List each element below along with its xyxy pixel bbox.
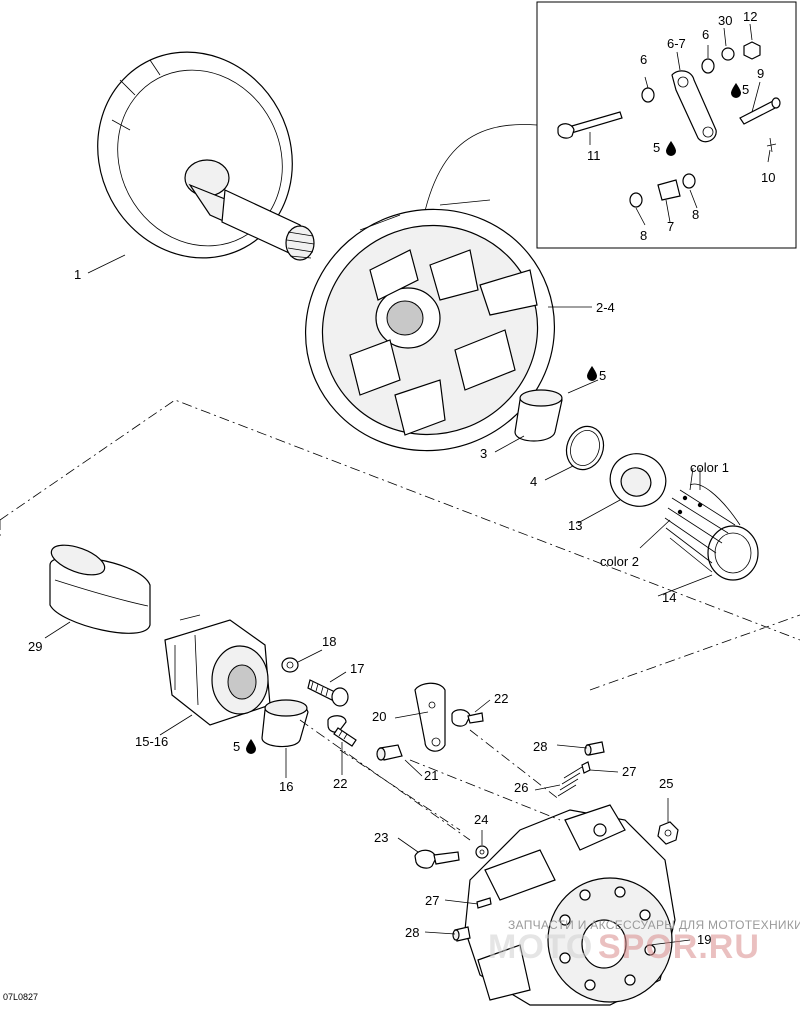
spring-washer	[609, 453, 667, 507]
lever-20	[414, 682, 446, 752]
callout-15-16: 15-16	[135, 734, 168, 749]
callout-22-lower: 22	[333, 776, 347, 791]
bushing	[514, 389, 563, 442]
callout-5-d: 5	[233, 739, 240, 754]
callout-1: 1	[74, 267, 81, 282]
callout-29: 29	[28, 639, 42, 654]
callout-28-lower: 28	[405, 925, 419, 940]
governor-cup	[464, 804, 676, 1006]
pin-27-upper	[581, 761, 591, 774]
spider-assembly	[164, 614, 271, 726]
callout-labels: 1 2-4 3 4 5 13 14 color 1 color 2 29 15-…	[3, 9, 775, 1002]
inset-parts	[557, 41, 781, 208]
callout-6-b: 6	[702, 27, 709, 42]
circlip	[565, 425, 605, 471]
callout-23: 23	[374, 830, 388, 845]
leader-lines	[44, 23, 771, 946]
cap-28-upper	[584, 741, 605, 756]
alignment-lines	[299, 719, 561, 841]
screw-17	[307, 679, 349, 707]
callout-8-a: 8	[640, 228, 647, 243]
callout-4: 4	[530, 474, 537, 489]
watermark-logo-right: SPOR.RU	[598, 928, 760, 966]
washer-24	[475, 845, 489, 859]
callout-5-a: 5	[742, 82, 749, 97]
diagram-code: 07L0827	[3, 992, 38, 1002]
callout-30: 30	[718, 13, 732, 28]
oil-drop-icon	[731, 83, 741, 98]
oil-drop-icon	[666, 141, 676, 156]
nut-25	[657, 821, 679, 845]
callout-13: 13	[568, 518, 582, 533]
watermark-logo-left: MOTO	[488, 928, 593, 966]
compression-spring	[664, 483, 759, 581]
roller-pin-21	[376, 744, 403, 761]
callout-27-upper: 27	[622, 764, 636, 779]
movable-sheave	[304, 199, 556, 452]
callout-21: 21	[424, 768, 438, 783]
spring-26	[557, 766, 583, 797]
screw-22-lower	[327, 715, 357, 747]
callout-14: 14	[662, 590, 676, 605]
callout-6-7: 6-7	[667, 36, 686, 51]
callout-7: 7	[667, 219, 674, 234]
callout-5-c: 5	[599, 368, 606, 383]
watermark: MOTO SPOR.RU ЗАПЧАСТИ И АКСЕССУАРЫ ДЛЯ М…	[488, 918, 800, 966]
callout-2-4: 2-4	[596, 300, 615, 315]
callout-color-2: color 2	[600, 554, 639, 569]
screw-23	[414, 849, 460, 869]
callout-22-upper: 22	[494, 691, 508, 706]
callout-6-a: 6	[640, 52, 647, 67]
callout-color-1: color 1	[690, 460, 729, 475]
washer-18	[281, 657, 299, 673]
callout-28-upper: 28	[533, 739, 547, 754]
spider-bushing	[261, 699, 309, 748]
sleeve	[49, 544, 151, 634]
callout-20: 20	[372, 709, 386, 724]
pin-27-lower	[476, 897, 492, 909]
callout-17: 17	[350, 661, 364, 676]
oil-drop-icon	[587, 366, 597, 381]
callout-26: 26	[514, 780, 528, 795]
oil-drop-icon	[246, 739, 256, 754]
fixed-sheave	[97, 51, 315, 261]
callout-25: 25	[659, 776, 673, 791]
callout-5-b: 5	[653, 140, 660, 155]
callout-16: 16	[279, 779, 293, 794]
cap-28-lower	[452, 926, 471, 942]
callout-10: 10	[761, 170, 775, 185]
callout-11: 11	[587, 148, 601, 163]
callout-27-lower: 27	[425, 893, 439, 908]
callout-18: 18	[322, 634, 336, 649]
screw-22-upper	[451, 709, 484, 727]
callout-24: 24	[474, 812, 488, 827]
callout-8-b: 8	[692, 207, 699, 222]
callout-3: 3	[480, 446, 487, 461]
callout-12: 12	[743, 9, 757, 24]
watermark-text: ЗАПЧАСТИ И АКСЕССУАРЫ ДЛЯ МОТОТЕХНИКИ	[508, 918, 800, 932]
assembly-boundary	[0, 399, 800, 691]
callout-19: 19	[697, 932, 711, 947]
callout-9: 9	[757, 66, 764, 81]
